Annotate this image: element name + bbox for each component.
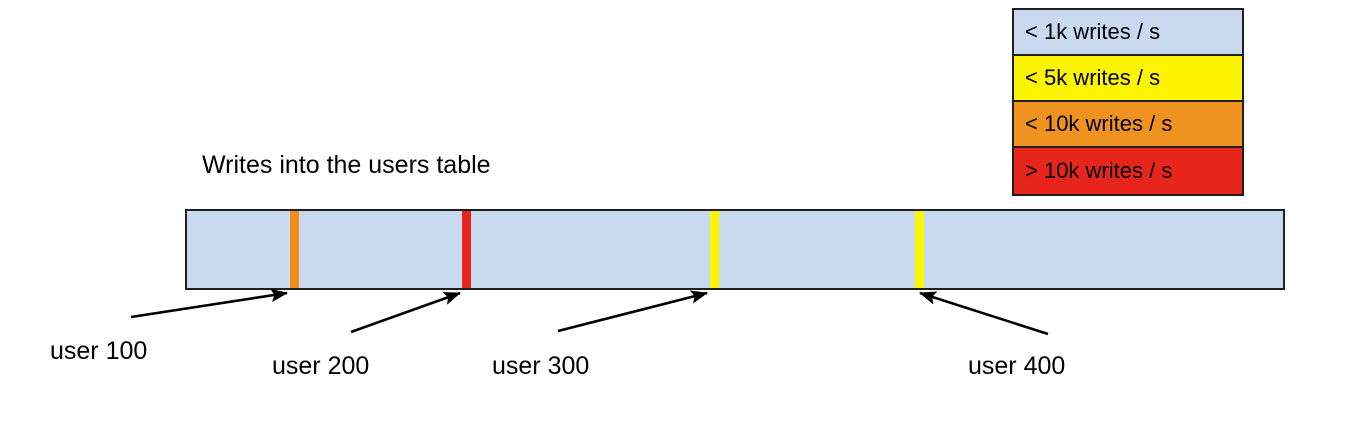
callout-label-user-300: user 300 bbox=[492, 352, 590, 380]
users-table-range-bar bbox=[185, 209, 1285, 290]
chart-title: Writes into the users table bbox=[202, 151, 491, 179]
user-100-arrow bbox=[130, 288, 289, 319]
write-rate-legend: < 1k writes / s < 5k writes / s < 10k wr… bbox=[1012, 8, 1244, 196]
user-100-stripe bbox=[290, 211, 299, 288]
legend-row-lt-10k: < 10k writes / s bbox=[1014, 102, 1242, 148]
legend-label-lt-5k: < 5k writes / s bbox=[1025, 65, 1161, 90]
callout-label-user-100: user 100 bbox=[50, 337, 148, 365]
legend-label-lt-1k: < 1k writes / s bbox=[1025, 19, 1161, 44]
user-300-stripe bbox=[710, 211, 719, 288]
legend-row-gt-10k: > 10k writes / s bbox=[1014, 148, 1242, 194]
user-200-arrow bbox=[350, 291, 461, 334]
legend-label-gt-10k: > 10k writes / s bbox=[1025, 158, 1173, 183]
user-300-arrow bbox=[557, 290, 709, 333]
callout-label-user-400: user 400 bbox=[968, 352, 1066, 380]
legend-row-lt-1k: < 1k writes / s bbox=[1014, 10, 1242, 56]
legend-label-lt-10k: < 10k writes / s bbox=[1025, 111, 1173, 136]
user-400-arrow bbox=[919, 291, 1049, 336]
user-400-stripe bbox=[915, 211, 924, 288]
legend-row-lt-5k: < 5k writes / s bbox=[1014, 56, 1242, 102]
callout-label-user-200: user 200 bbox=[272, 352, 370, 380]
user-200-stripe bbox=[462, 211, 471, 288]
